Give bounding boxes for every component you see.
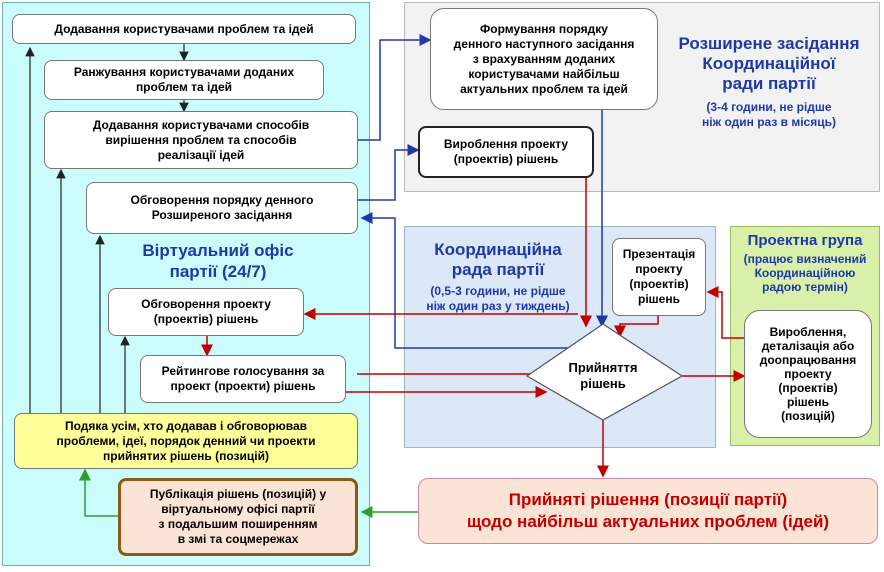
publication-box: Публікація рішень (позицій) у віртуально… xyxy=(118,478,358,556)
project-discussion-box: Обговорення проекту (проектів) рішень xyxy=(108,288,304,336)
agenda-discussion-box: Обговорення порядку денного Розширеного … xyxy=(86,182,358,234)
accepted-decisions-box: Прийняті рішення (позиції партії) щодо н… xyxy=(418,478,878,544)
detailing-box: Вироблення, деталізація або доопрацюванн… xyxy=(744,310,872,438)
project-group-note: (працює визначений Координаційною радою … xyxy=(743,252,867,294)
council-title: Координаційна рада партії xyxy=(434,240,562,279)
virtual-office-title: Віртуальний офіс партії (24/7) xyxy=(142,241,294,281)
adding-problems-box: Додавання користувачами проблем та ідей xyxy=(12,14,356,44)
extended-meeting-note: (3-4 години, не рідше ніж один раз в міс… xyxy=(702,100,836,129)
ranking-box: Ранжування користувачами доданих проблем… xyxy=(44,60,324,100)
rating-vote-box: Рейтингове голосування за проект (проект… xyxy=(140,355,346,403)
decision-label: Прийняття рішень xyxy=(568,360,638,391)
project-development-box: Вироблення проекту (проектів) рішень xyxy=(418,126,594,178)
adding-solutions-box: Додавання користувачами способів вирішен… xyxy=(44,111,358,169)
presentation-box: Презентація проекту (проектів) рішень xyxy=(612,238,706,316)
thanks-box: Подяка усім, хто додавав і обговорював п… xyxy=(14,413,358,469)
council-note: (0,5-3 години, не рідше ніж один раз у т… xyxy=(426,284,570,313)
agenda-forming-box: Формування порядку денного наступного за… xyxy=(430,8,658,110)
project-group-title: Проектна група xyxy=(747,232,863,249)
extended-meeting-title: Розширене засідання Координаційної ради … xyxy=(678,34,860,93)
